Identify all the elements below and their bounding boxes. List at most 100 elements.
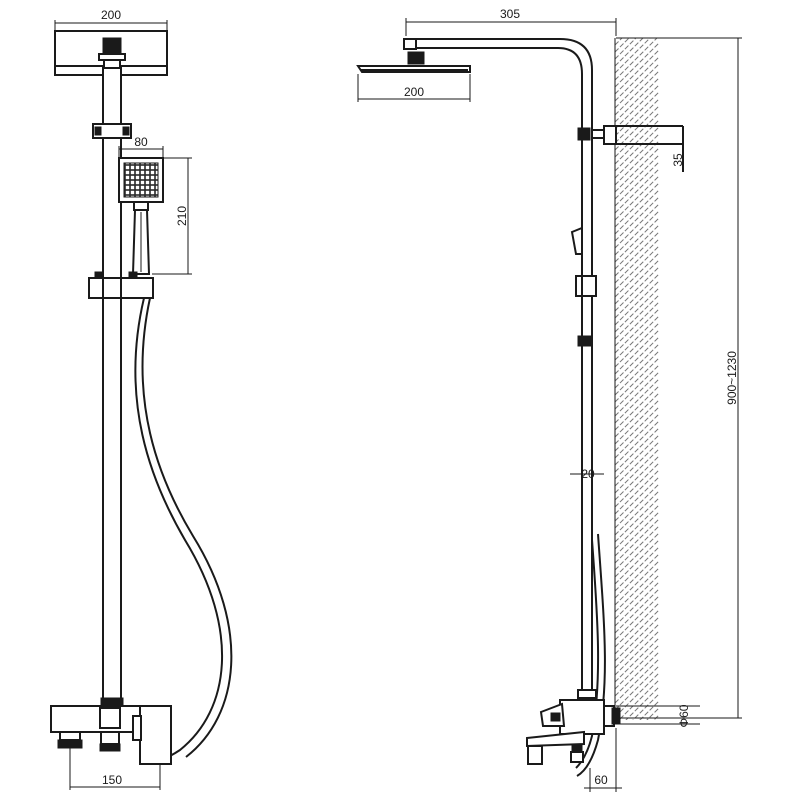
hatch-line [615, 189, 659, 235]
hatch-line [615, 133, 659, 179]
hatch-line [615, 476, 659, 522]
hatch-line [615, 490, 659, 536]
side-mixer-valve [526, 689, 621, 765]
hatch-line [615, 38, 658, 81]
hatch-line [615, 560, 659, 606]
hatch-line [615, 266, 659, 312]
hatch-line [615, 525, 659, 571]
hatch-line [615, 595, 659, 641]
front-hand-shower [118, 157, 164, 275]
hatch-line [615, 518, 659, 564]
hatch-line [615, 147, 659, 193]
hatch-line [615, 434, 659, 480]
hatch-line [615, 672, 659, 718]
front-mixer-valve [50, 697, 172, 765]
hatch-line [615, 735, 660, 780]
hatch-line [615, 42, 659, 88]
hatch-line [615, 616, 659, 662]
side-view: 305 200 35 900~1230 20 Φ60 60 [356, 7, 742, 792]
hatch-line [615, 56, 659, 102]
front-hose [134, 297, 223, 762]
hatch-line [615, 350, 659, 396]
hatch-line [615, 140, 659, 186]
side-wall-hatch [614, 38, 660, 787]
hatch-line [615, 168, 659, 214]
hatch-line [615, 651, 659, 697]
front-head-connector [102, 37, 122, 55]
front-spout-reach-label: 150 [102, 773, 122, 787]
hatch-line [615, 301, 659, 347]
hatch-line [615, 392, 659, 438]
hatch-line [615, 217, 659, 263]
hatch-line [625, 686, 659, 720]
side-height-range-label: 900~1230 [725, 351, 739, 405]
hatch-line [615, 742, 660, 787]
hatch-line [615, 483, 659, 529]
hatch-line [615, 38, 651, 74]
side-bracket-offset-label: 35 [671, 153, 685, 167]
hatch-line [615, 378, 659, 424]
hatch-line [615, 532, 659, 578]
hatch-line [615, 336, 659, 382]
hatch-line [615, 38, 637, 60]
hatch-line [615, 343, 659, 389]
hatch-line [615, 63, 659, 109]
hatch-line [615, 546, 659, 592]
hatch-line [615, 357, 659, 403]
hatch-line [615, 455, 659, 501]
hatch-line [615, 602, 659, 648]
hatch-line [615, 252, 659, 298]
hatch-line [615, 84, 659, 130]
hatch-line [639, 700, 659, 720]
hatch-line [615, 112, 659, 158]
hatch-line [615, 273, 659, 319]
side-pipe-coupling [577, 335, 593, 347]
side-wall-bracket [577, 125, 684, 172]
hatch-line [618, 679, 659, 720]
side-head-width-label: 200 [404, 85, 424, 99]
hatch-line [615, 553, 659, 599]
hatch-line [615, 231, 659, 277]
hatch-line [615, 441, 659, 487]
side-arm-reach-label: 305 [500, 7, 520, 21]
hatch-line [615, 504, 659, 550]
hatch-line [615, 294, 659, 340]
hatch-line [615, 315, 659, 361]
hatch-line [615, 581, 659, 627]
hatch-line [615, 420, 659, 466]
hatch-line [615, 511, 659, 557]
hatch-line [615, 413, 659, 459]
hatch-line [615, 161, 659, 207]
hatch-line [615, 574, 659, 620]
front-handset-width-label: 80 [134, 135, 148, 149]
front-dimension-lines [54, 20, 192, 790]
hatch-line [615, 38, 644, 67]
hatch-line [615, 637, 659, 683]
hatch-line [615, 77, 659, 123]
hatch-line [615, 399, 659, 445]
hatch-line [615, 644, 659, 690]
hatch-line [615, 175, 659, 221]
hatch-line [615, 238, 659, 284]
hatch-line [615, 98, 659, 144]
front-head-width-label: 200 [101, 8, 121, 22]
side-wall-offset-label: 60 [594, 773, 608, 787]
hatch-line [615, 49, 659, 95]
front-handset-height-label: 210 [175, 206, 189, 226]
hatch-line [615, 609, 659, 655]
hatch-line [615, 38, 616, 39]
front-view: 200 80 210 150 [50, 8, 233, 790]
hatch-line [615, 630, 659, 676]
hatch-line [632, 693, 659, 720]
hatch-line [615, 721, 660, 766]
hatch-line [615, 259, 659, 305]
side-slide-holder [575, 275, 597, 297]
hatch-line [615, 308, 659, 354]
hatch-line [615, 497, 659, 543]
hatch-line [646, 707, 659, 720]
hatch-line [615, 462, 659, 508]
hatch-line [615, 427, 659, 473]
hatch-line [615, 280, 659, 326]
hatch-line [615, 245, 659, 291]
